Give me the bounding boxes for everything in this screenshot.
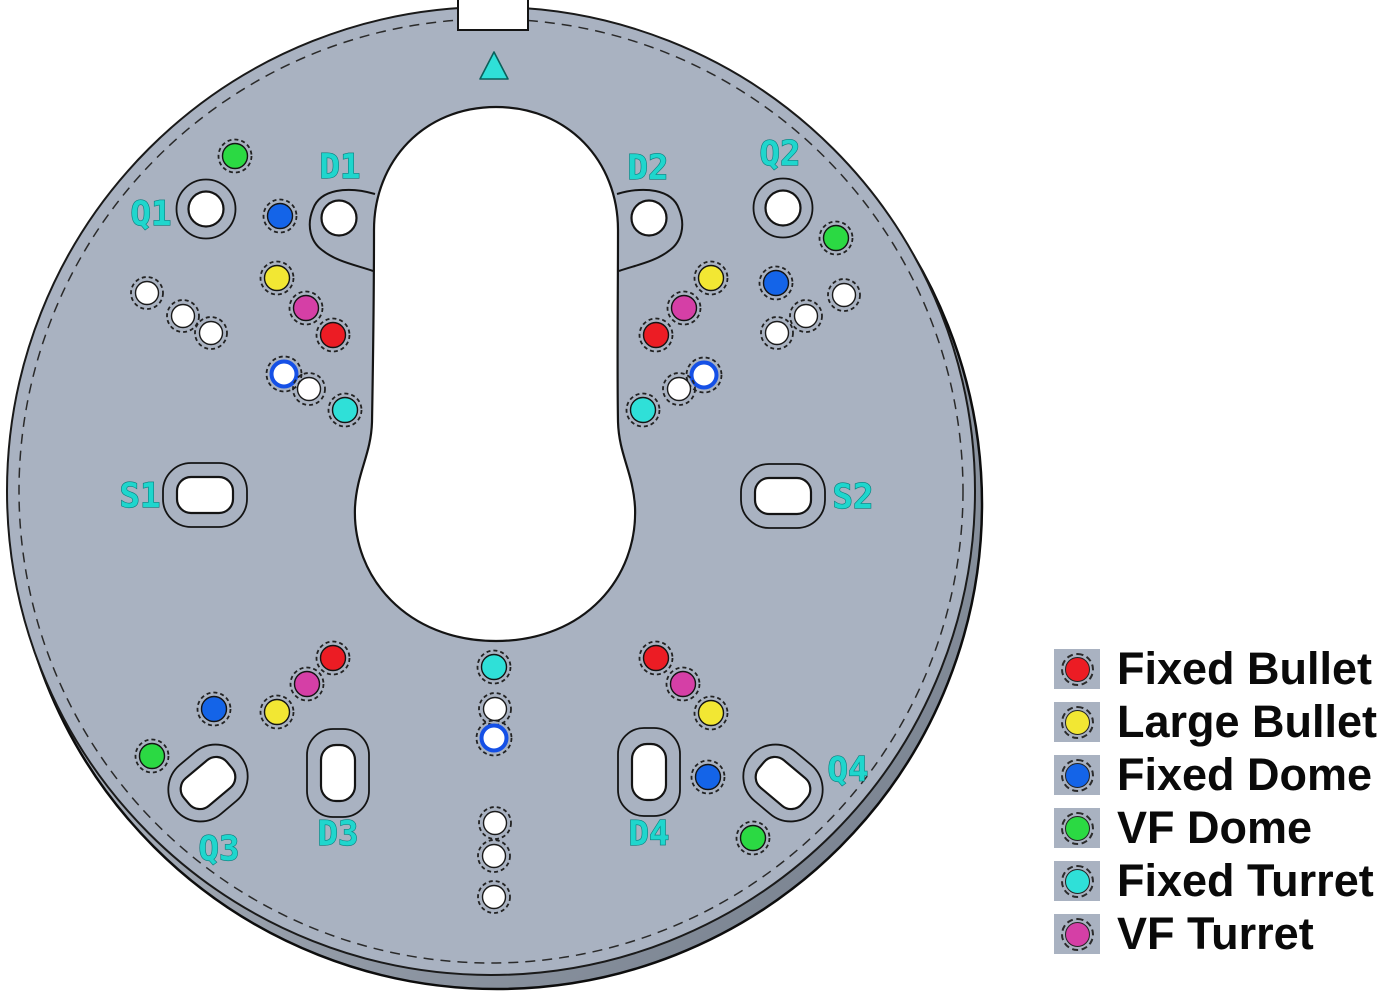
legend-swatch [1054,702,1100,742]
plate-label-D4: D4 [629,814,670,854]
chamfer-ring [18,18,964,964]
hole-ring-icon [1060,864,1094,898]
legend-color-dot [1064,868,1090,894]
hole-magenta [289,666,325,702]
legend-item-fixed-bullet: Fixed Bullet [1054,644,1377,694]
hole-green [217,138,253,174]
plate-label-D2: D2 [628,148,669,188]
legend-color-dot [1064,709,1090,735]
hole-yellow [259,260,295,296]
hole-green [735,820,771,856]
slot-D3 [306,728,370,818]
ear-hole-D1 [320,199,358,237]
legend-label: Fixed Dome [1117,749,1373,800]
d2-ear-outline [616,188,684,272]
plate-label-D3: D3 [318,814,359,854]
bores-layer [175,177,814,240]
plate-label-S2: S2 [833,477,874,517]
ear-hole-D2 [630,199,668,237]
slot-D4 [617,727,681,817]
legend-swatch [1054,755,1100,795]
hole-cyan [476,649,512,685]
legend-item-vf-dome: VF Dome [1054,803,1377,853]
hole-ring-icon [1060,652,1094,686]
hole-magenta [288,290,324,326]
hole-green [818,220,854,256]
hole-cyan [625,392,661,428]
pilot-hole-marked [265,355,303,393]
pilot-hole [478,806,512,840]
pilot-hole [292,372,326,406]
slot-S2 [740,463,826,529]
pilot-hole [827,278,861,312]
plate-label-Q4: Q4 [828,750,869,790]
legend-label: Large Bullet [1117,696,1378,747]
legend-color-dot [1064,815,1090,841]
pilot-hole [166,299,200,333]
hole-magenta [665,666,701,702]
pilot-hole-marked [475,719,513,757]
legend-swatch [1054,861,1100,901]
hole-magenta [666,290,702,326]
hole-green [134,738,170,774]
slot-Q4 [742,743,824,823]
center-cutout [353,105,637,643]
hole-yellow [259,694,295,730]
legend-swatch [1054,649,1100,689]
plate-label-S1: S1 [120,476,161,516]
legend: Fixed Bullet Large Bullet Fixed Dome VF … [1054,644,1377,959]
legend-color-dot [1064,921,1090,947]
pilot-hole-marked [685,356,723,394]
hole-ring-icon [1060,758,1094,792]
legend-label: VF Turret [1117,908,1314,959]
orientation-triangle-icon [479,51,509,80]
legend-swatch [1054,808,1100,848]
hole-ring-icon [1060,705,1094,739]
hole-blue [758,265,794,301]
legend-color-dot [1064,656,1090,682]
d1-ear-outline [308,188,376,272]
legend-label: Fixed Bullet [1117,643,1373,694]
hole-ring-icon [1060,917,1094,951]
plate-label-Q2: Q2 [760,134,801,174]
plate-label-Q1: Q1 [131,194,172,234]
pilot-hole [130,276,164,310]
hole-blue [196,691,232,727]
hole-blue [690,759,726,795]
slot-Q3 [167,743,249,823]
plate-label-D1: D1 [320,147,361,187]
hole-red [315,640,351,676]
pilot-hole [789,299,823,333]
hole-red [315,317,351,353]
hole-cyan [327,392,363,428]
hole-red [638,640,674,676]
legend-label: VF Dome [1117,802,1313,853]
hole-red [638,317,674,353]
legend-item-large-bullet: Large Bullet [1054,697,1377,747]
legend-item-fixed-turret: Fixed Turret [1054,856,1377,906]
bore-Q1 [175,178,237,240]
hole-yellow [693,260,729,296]
hole-blue [262,198,298,234]
pilot-hole [477,880,511,914]
legend-swatch [1054,914,1100,954]
pilot-hole [194,316,228,350]
top-notch [457,0,529,31]
plate-label-Q3: Q3 [199,829,240,869]
legend-item-vf-turret: VF Turret [1054,909,1377,959]
holes-layer [130,138,861,914]
legend-color-dot [1064,762,1090,788]
hole-yellow [693,695,729,731]
pilot-hole [477,839,511,873]
legend-item-fixed-dome: Fixed Dome [1054,750,1377,800]
legend-label: Fixed Turret [1117,855,1374,906]
hole-ring-icon [1060,811,1094,845]
bore-Q2 [752,177,814,239]
slots-layer [162,462,826,823]
pilot-hole [662,372,696,406]
slot-S1 [162,462,248,528]
pilot-hole [760,316,794,350]
